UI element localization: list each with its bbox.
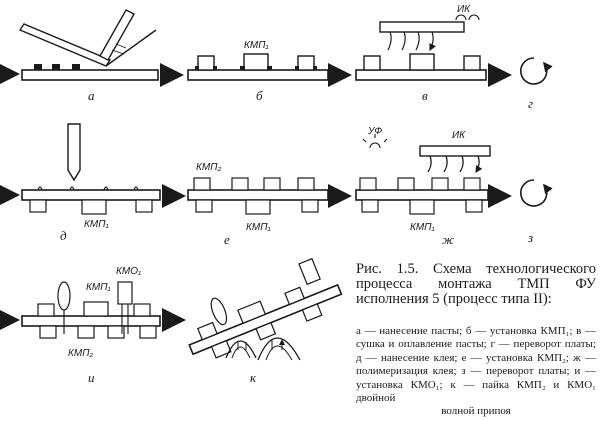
component-kmp1	[81, 199, 107, 215]
step-zh-polymerization: ИК УФ КМП₁ ж	[355, 126, 491, 247]
tag-ik: ИК	[457, 4, 471, 15]
step-label-a: а	[88, 88, 95, 103]
component	[409, 53, 435, 71]
step-g-board-flip: г	[519, 57, 553, 111]
component-kmo1	[117, 281, 133, 305]
rotate-arrow-icon	[519, 57, 553, 85]
figure-legend: а — нанесение пасты; б — установка КМП₁;…	[356, 325, 596, 419]
step-label-e: е	[224, 232, 230, 247]
component	[297, 55, 315, 71]
step-a-paste-application: а	[18, 9, 159, 103]
tag-kmp2: КМП₂	[68, 348, 93, 359]
stencil-sheet	[18, 23, 112, 67]
step-k-double-wave-soldering: к	[188, 257, 343, 385]
solder-wave	[225, 340, 257, 359]
figure-caption: Рис. 1.5. Схема технологического процесс…	[356, 261, 596, 307]
ir-heater	[379, 21, 465, 33]
paste-dot	[34, 64, 42, 70]
step-e-kmp2-placement: КМП₂ КМП₁ е	[187, 162, 329, 247]
paste-dot	[72, 64, 80, 70]
step-label-d: д	[60, 228, 67, 243]
solder-wave	[257, 337, 301, 361]
tag-kmp1: КМП₁	[86, 282, 111, 293]
legend-text-end: волной припоя	[441, 405, 511, 418]
step-label-g: г	[528, 96, 533, 111]
board	[188, 283, 343, 356]
component	[463, 55, 481, 71]
tag-kmp1: КМП₁	[244, 40, 269, 51]
tag-ik: ИК	[452, 130, 466, 141]
tag-kmp1: КМП₁	[246, 222, 271, 233]
lamp-icon	[455, 14, 480, 21]
step-b-kmp1-placement: КМП₁ б	[187, 40, 329, 103]
board	[21, 315, 161, 327]
squeegee	[99, 9, 135, 61]
board	[187, 69, 329, 81]
step-label-v: в	[422, 88, 428, 103]
tag-kmp1: КМП₁	[410, 222, 435, 233]
board	[21, 189, 161, 201]
step-label-i: и	[88, 370, 95, 385]
tag-kmp1: КМП₁	[84, 219, 109, 230]
step-label-k: к	[250, 370, 257, 385]
step-label-z: з	[527, 230, 533, 245]
board	[355, 189, 489, 201]
step-i-kmo1-install: КМП₁ КМО₁ КМП₂ и	[21, 266, 161, 385]
board	[355, 69, 487, 81]
ir-heater	[419, 145, 491, 157]
step-z-board-flip: з	[519, 179, 553, 245]
tag-kmo1: КМО₁	[116, 266, 141, 277]
uv-lamp-icon	[362, 134, 388, 149]
step-v-drying-reflow: ИК в	[355, 4, 487, 103]
step-d-adhesive: КМП₁ д	[21, 123, 161, 243]
tag-kmp2: КМП₂	[196, 162, 221, 173]
board	[21, 69, 159, 81]
component	[197, 55, 215, 71]
legend-text: а — нанесение пасты; б — установка КМП₁;…	[356, 325, 596, 405]
tag-uf: УФ	[367, 126, 382, 137]
board	[187, 189, 329, 201]
component-kmp1	[243, 53, 269, 71]
through-hole-component	[57, 281, 71, 311]
step-label-b: б	[256, 88, 263, 103]
paste-dot	[52, 64, 60, 70]
adhesive-dispenser	[67, 123, 81, 182]
step-label-zh: ж	[442, 232, 454, 247]
rotate-arrow-icon	[519, 179, 553, 207]
component	[363, 55, 381, 71]
